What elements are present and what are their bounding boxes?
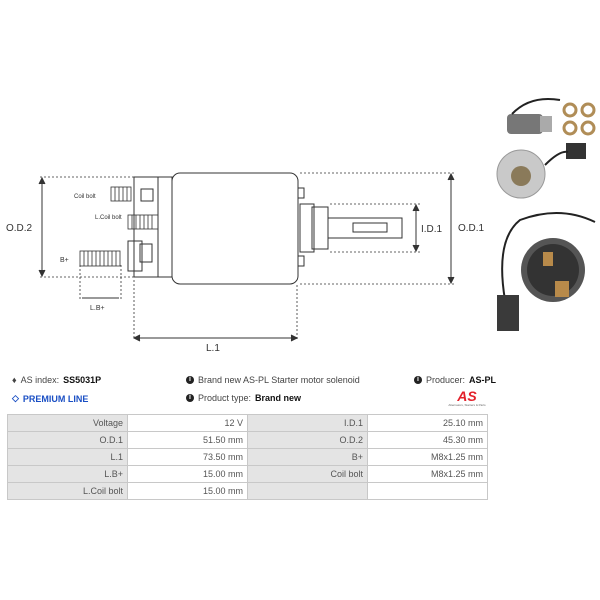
l1-label: L.1 [206,343,220,354]
premium-line-badge[interactable]: ◇PREMIUM LINE [12,393,89,404]
spec-value: 15.00 mm [127,465,248,483]
product-photo [496,98,596,331]
info-icon: i [186,394,194,402]
spec-value [367,482,488,500]
coil-bolt-label: Coil bolt [74,194,96,200]
spec-label: O.D.2 [247,431,368,449]
lcoil-label: L.Coil bolt [95,215,122,221]
tag-icon: ♦ [12,375,17,385]
spec-value: M8x1.25 mm [367,448,488,466]
spec-value: M8x1.25 mm [367,465,488,483]
spec-value: 25.10 mm [367,414,488,432]
as-pl-logo: AS Alternators, Starters & Parts [448,388,486,407]
as-index: ♦ AS index:SS5031P [12,375,102,385]
spec-value: 73.50 mm [127,448,248,466]
od2-label: O.D.2 [6,223,33,234]
info-icon: i [414,376,422,384]
spec-value: 51.50 mm [127,431,248,449]
id1-label: I.D.1 [421,224,443,235]
spec-label: Voltage [7,414,128,432]
spec-label: L.Coil bolt [7,482,128,500]
spec-label: O.D.1 [7,431,128,449]
spec-value: 15.00 mm [127,482,248,500]
bplus-label: B+ [60,257,69,264]
spec-value: 45.30 mm [367,431,488,449]
od1-label: O.D.1 [458,223,485,234]
lb-label: L.B+ [90,305,105,312]
spec-label: Coil bolt [247,465,368,483]
spec-label: L.B+ [7,465,128,483]
spec-label: L.1 [7,448,128,466]
diamond-icon: ◇ [12,393,19,403]
solenoid-dimension-drawing: O.D.2 O.D.1 I.D.1 L.1 L.B+ B+ Coil bolt … [6,98,596,354]
info-icon: i [186,376,194,384]
spec-label: I.D.1 [247,414,368,432]
spec-label: B+ [247,448,368,466]
spec-label [247,482,368,500]
spec-value: 12 V [127,414,248,432]
as-index-value: SS5031P [63,375,102,385]
